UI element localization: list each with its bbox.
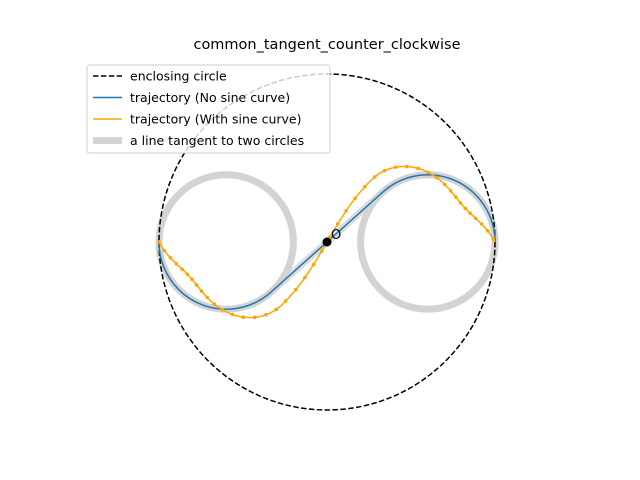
- sine-trajectory-point: [174, 262, 179, 266]
- legend-label-1: enclosing circle: [130, 69, 227, 84]
- sine-trajectory-point: [311, 262, 316, 267]
- sine-trajectory-point: [426, 170, 431, 175]
- sine-trajectory-point: [168, 256, 173, 260]
- legend-label-4: a line tangent to two circles: [130, 133, 304, 148]
- sine-trajectory-point: [463, 206, 467, 210]
- sine-trajectory-point: [185, 272, 190, 276]
- sine-trajectory-point: [205, 295, 210, 300]
- sine-trajectory-point: [353, 196, 357, 201]
- legend: enclosing circle trajectory (No sine curv…: [86, 64, 331, 154]
- sine-trajectory-point: [264, 312, 268, 317]
- sine-trajectory-point: [454, 195, 458, 199]
- sine-trajectory-point: [479, 222, 484, 226]
- chart-title: common_tangent_counter_clockwise: [193, 37, 460, 53]
- sine-trajectory-point: [473, 216, 478, 221]
- sine-trajectory-point: [180, 267, 184, 271]
- sine-trajectory-point: [274, 307, 278, 312]
- sine-trajectory-point: [194, 283, 199, 287]
- sine-trajectory-point: [220, 308, 225, 312]
- sine-trajectory-point: [230, 312, 235, 317]
- origin-point: [322, 237, 332, 247]
- origin-label: O: [331, 228, 341, 243]
- sine-trajectory-point: [252, 315, 257, 320]
- sine-trajectory-point: [190, 277, 194, 282]
- sine-trajectory-point: [199, 289, 204, 293]
- sine-trajectory-point: [293, 287, 298, 292]
- sine-trajectory-point: [162, 248, 167, 253]
- sine-trajectory-point: [303, 275, 307, 280]
- sine-trajectory-point: [283, 299, 288, 303]
- sine-trajectory-point: [363, 184, 367, 189]
- sine-trajectory-point: [468, 211, 472, 215]
- sine-trajectory-point: [319, 249, 324, 253]
- legend-box: [86, 64, 331, 154]
- sine-trajectory-point: [241, 315, 246, 319]
- sine-trajectory-point: [485, 229, 490, 233]
- legend-label-3: trajectory (With sine curve): [130, 112, 302, 127]
- sine-trajectory-point: [458, 201, 463, 205]
- plot-area: O: [155, 73, 499, 411]
- sine-trajectory-point: [393, 165, 398, 170]
- sine-trajectory-point: [372, 175, 377, 179]
- sine-trajectory-point: [344, 208, 348, 213]
- sine-trajectory-point: [157, 240, 161, 244]
- sine-trajectory-point: [435, 176, 439, 180]
- sine-trajectory-point: [442, 182, 447, 187]
- sine-trajectory-point: [491, 237, 496, 241]
- sine-trajectory-point: [405, 164, 409, 169]
- sine-trajectory-point: [212, 302, 217, 306]
- sine-trajectory-point: [335, 222, 340, 226]
- legend-label-2: trajectory (No sine curve): [130, 90, 290, 105]
- sine-trajectory-point: [416, 166, 420, 171]
- sine-trajectory-point: [448, 189, 453, 193]
- sine-trajectory-point: [382, 168, 387, 173]
